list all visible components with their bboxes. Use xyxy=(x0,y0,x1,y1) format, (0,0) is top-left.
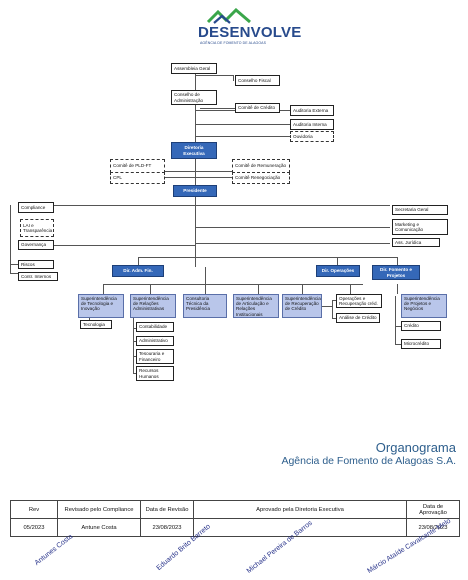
connector-line xyxy=(150,284,151,294)
operacoes-recuperacao-box: Operações e Recuperação créd. xyxy=(336,294,382,308)
presidente-box: Presidente xyxy=(173,185,217,197)
compliance-box: Compliance xyxy=(18,202,54,213)
connector-line xyxy=(332,318,336,319)
connector-line xyxy=(258,284,259,294)
table-row: 05/2023 Antune Costa 23/08/2023 23/08/20… xyxy=(10,518,460,537)
conselho-fiscal-box: Conselho Fiscal xyxy=(235,75,280,86)
connector-line xyxy=(395,296,396,344)
assembleia-geral-box: Assembleia Geral xyxy=(171,63,217,74)
page-title: Organograma xyxy=(375,440,456,455)
sup-relacoes-administrativas-box: Superintendência de Relações Administrat… xyxy=(130,294,176,318)
secretaria-geral-box: Secretaria Geral xyxy=(392,205,448,215)
connector-line xyxy=(50,205,390,206)
diretoria-executiva-box: Diretoria Executiva xyxy=(171,142,217,159)
governanca-box: Governança xyxy=(18,240,54,250)
connector-line xyxy=(133,318,134,373)
tesouraria-financeiro-box: Tesouraria e Financeiro xyxy=(136,349,174,364)
tecnologia-box: Tecnologia xyxy=(80,320,112,329)
connector-line xyxy=(195,75,233,76)
dir-operacoes-box: Dir. Operações xyxy=(316,265,360,277)
analise-credito-box: Análise de Crédito xyxy=(336,313,380,323)
sup-projetos-negocios-box: Superintendência de Projetos e Negócios xyxy=(401,294,447,318)
ouvidoria-box: Ouvidoria xyxy=(290,131,334,142)
cell-data-revisao: 23/08/2023 xyxy=(140,518,194,537)
connector-line xyxy=(397,257,398,265)
connector-line xyxy=(322,306,332,307)
riscos-box: Riscos xyxy=(18,260,54,269)
page-subtitle: Agência de Fomento de Alagoas S.A. xyxy=(281,455,456,467)
header-rev: Rev xyxy=(10,500,58,519)
header-revisado: Revisado pelo Compliance xyxy=(57,500,141,519)
connector-line xyxy=(395,344,401,345)
comite-renegociacao-box: Comitê Renegociação xyxy=(232,172,290,184)
administrativo-box: Administrativo xyxy=(136,336,174,346)
auditoria-interna-box: Auditoria Interna xyxy=(290,119,334,130)
logo-mark-icon xyxy=(206,8,251,24)
signature-stamp: Antunes Costa xyxy=(33,533,75,567)
connector-line xyxy=(103,284,104,294)
connector-line xyxy=(233,75,234,81)
credito-box: Crédito xyxy=(401,321,441,331)
connector-line xyxy=(10,205,11,273)
connector-line xyxy=(205,267,206,294)
connector-line xyxy=(397,284,398,294)
connector-line xyxy=(50,245,195,246)
microcredito-box: Microcrédito xyxy=(401,339,441,349)
dir-fomento-projetos-box: Dir. Fomento e Projetos xyxy=(372,265,420,280)
sup-articulacao-box: Superintendência de Articulação e Relaçõ… xyxy=(233,294,279,318)
connector-line xyxy=(133,341,136,342)
header-aprovado: Aprovado pela Diretoria Executiva xyxy=(193,500,407,519)
comite-credito-box: Comitê de Crédito xyxy=(235,103,280,113)
connector-line xyxy=(195,136,290,137)
connector-line xyxy=(195,124,290,125)
approval-table: Rev Revisado pelo Compliance Data de Rev… xyxy=(10,500,460,537)
connector-line xyxy=(195,243,390,244)
connector-line xyxy=(350,284,351,294)
contabilidade-box: Contabilidade xyxy=(136,322,174,332)
ass-juridica-box: Ass. Jurídica xyxy=(392,238,440,247)
cell-data-aprovacao: 23/08/2023 xyxy=(406,518,460,537)
connector-line xyxy=(332,300,336,301)
connector-line xyxy=(200,108,235,109)
logo-name: DESENVOLVE xyxy=(198,24,302,41)
connector-line xyxy=(10,264,18,265)
connector-line xyxy=(103,284,363,285)
cpl-box: CPL xyxy=(110,172,165,184)
lai-transparencia-box: LAI e Transparência xyxy=(20,219,54,237)
connector-line xyxy=(332,300,333,318)
dir-adm-fin-box: Dir. Adm. Fin. xyxy=(112,265,164,277)
connector-line xyxy=(165,171,232,172)
contr-internos-box: Contr. Internos xyxy=(18,272,58,281)
connector-line xyxy=(337,257,338,265)
connector-line xyxy=(195,197,196,267)
header-data-aprovacao: Data de Aprovação xyxy=(406,500,460,519)
recursos-humanos-box: Recursos Humanos xyxy=(136,366,174,381)
marketing-comunicacao-box: Marketing e Comunicação xyxy=(392,219,448,235)
consultoria-tecnica-box: Consultoria Técnica da Presidência xyxy=(183,294,227,318)
conselho-administracao-box: Conselho de Administração xyxy=(171,90,217,105)
auditoria-externa-box: Auditoria Externa xyxy=(290,105,334,116)
sup-recuperacao-credito-box: Superintendência de Recuperação de Crédi… xyxy=(282,294,322,318)
connector-line xyxy=(195,73,196,188)
header-data-revisao: Data de Revisão xyxy=(140,500,194,519)
comite-pld-ft-box: Comitê de PLD-FT xyxy=(110,159,165,173)
comite-remuneracao-box: Comitê de Remuneração xyxy=(232,159,290,173)
logo: DESENVOLVE AGÊNCIA DE FOMENTO DE ALAGOAS xyxy=(178,8,302,50)
connector-line xyxy=(133,373,136,374)
connector-line xyxy=(165,177,232,178)
connector-line xyxy=(10,273,18,274)
connector-line xyxy=(395,326,401,327)
table-header-row: Rev Revisado pelo Compliance Data de Rev… xyxy=(10,500,460,519)
sup-tecnologia-box: Superintendência de Tecnologia e Inovaçã… xyxy=(78,294,124,318)
cell-rev: 05/2023 xyxy=(10,518,58,537)
connector-line xyxy=(195,227,390,228)
logo-tagline: AGÊNCIA DE FOMENTO DE ALAGOAS xyxy=(200,41,267,45)
connector-line xyxy=(133,356,136,357)
connector-line xyxy=(138,257,398,258)
connector-line xyxy=(133,328,136,329)
connector-line xyxy=(302,284,303,294)
connector-line xyxy=(138,257,139,265)
